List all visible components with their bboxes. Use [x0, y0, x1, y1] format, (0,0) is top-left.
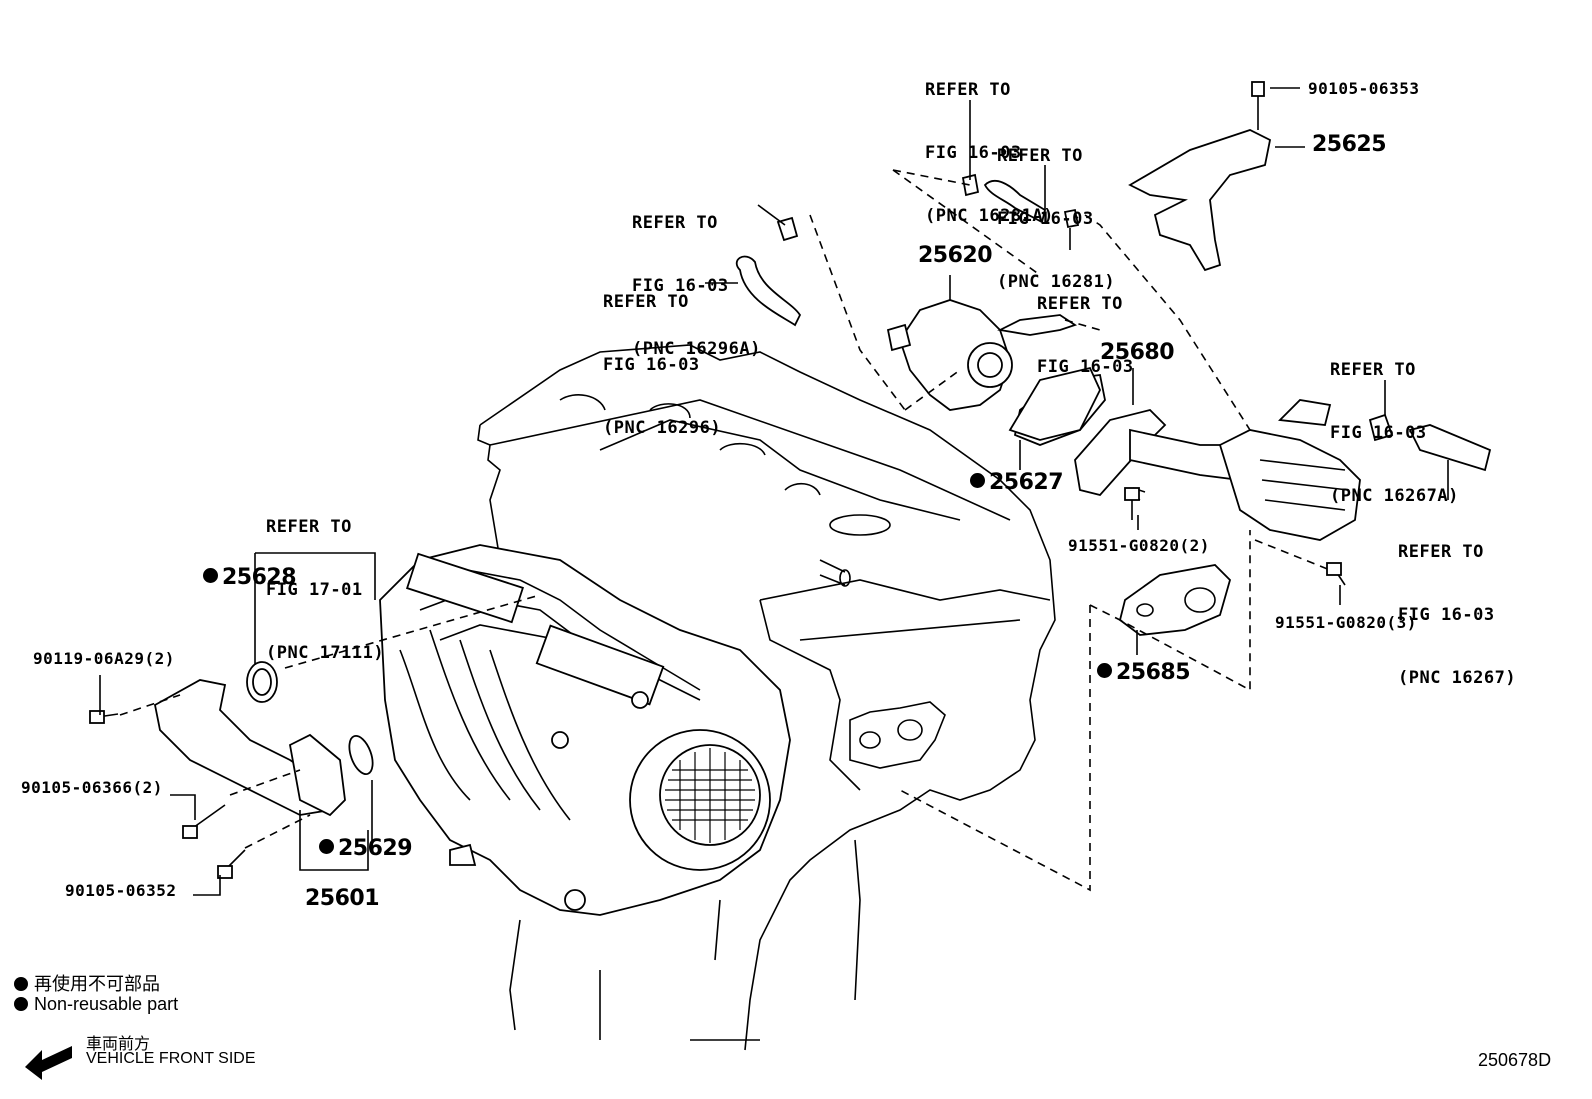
part-90105-06352: 90105-06352 [65, 881, 177, 900]
ref-line1: REFER TO [1398, 542, 1484, 562]
part-91551-g0820-3: 91551-G0820(3) [1275, 613, 1417, 632]
egr-pipe-and-cooler [1008, 366, 1492, 636]
bracket-25625 [1128, 81, 1272, 272]
legend-text-en: Non-reusable part [34, 994, 179, 1014]
ref-pnc: (PNC 16281) [997, 272, 1116, 292]
ref-line2: FIG 16-03 [632, 276, 729, 296]
ref-line1: REFER TO [1330, 360, 1416, 380]
diagram-code: 250678D [1478, 1050, 1552, 1070]
ref-pnc: (PNC 16296A) [632, 339, 761, 359]
nonreusable-dot-icon [203, 568, 218, 583]
part-number: 25685 [1116, 660, 1191, 685]
ref-16296: REFER TO FIG 16-03 (PNC 16296) [603, 250, 721, 460]
direction-label-jp: 車両前方 [86, 1036, 151, 1053]
engine-block-outline [477, 344, 1056, 1051]
nonreusable-dot-icon [319, 839, 334, 854]
part-number: 25627 [989, 470, 1064, 495]
legend-text-jp: 再使用不可部品 [34, 974, 160, 994]
ref-pnc: (PNC 16281A) [925, 206, 1054, 226]
ref-line1: REFER TO [997, 146, 1083, 166]
ref-line2: FIG 16-03 [603, 355, 700, 375]
part-25680: 25680 [1100, 340, 1175, 365]
left-small-parts [89, 661, 374, 879]
ref-line1: REFER TO [632, 213, 718, 233]
ref-line2: FIG 16-03 [1398, 605, 1495, 625]
ref-16267: REFER TO FIG 16-03 (PNC 16267) [1398, 500, 1516, 710]
ref-line1: REFER TO [603, 292, 689, 312]
part-25625: 25625 [1312, 132, 1387, 157]
part-25628-nonreusable: 25628 [203, 565, 297, 590]
hoses-and-clamps [735, 173, 1080, 327]
ref-line1: REFER TO [925, 80, 1011, 100]
nonreusable-dot-icon [14, 977, 28, 991]
ref-line1: REFER TO [1037, 294, 1123, 314]
vehicle-front-arrow-icon [25, 1046, 72, 1080]
ref-16281a: REFER TO FIG 16-03 (PNC 16281A) [925, 38, 1054, 248]
ref-line2: FIG 16-03 [1037, 357, 1134, 377]
ref-line1: REFER TO [266, 517, 352, 537]
part-90105-06353: 90105-06353 [1308, 79, 1420, 98]
ref-16281: REFER TO FIG 16-03 (PNC 16281) [997, 104, 1115, 314]
ref-16267a: REFER TO FIG 16-03 (PNC 16267A) [1330, 318, 1459, 528]
ref-line2: FIG 16-03 [1330, 423, 1427, 443]
nonreusable-dot-icon [14, 997, 28, 1011]
ref-line2: FIG 16-03 [997, 209, 1094, 229]
part-25620: 25620 [918, 243, 993, 268]
part-25627-nonreusable: 25627 [970, 470, 1064, 495]
ref-pnc: (PNC 16296) [603, 418, 722, 438]
part-91551-g0820-2: 91551-G0820(2) [1068, 536, 1210, 555]
nonreusable-dot-icon [970, 473, 985, 488]
leader-lines [99, 87, 1449, 896]
ref-pnc: (PNC 16267) [1398, 668, 1517, 688]
ref-pnc: (PNC 17111) [266, 643, 385, 663]
part-90105-06366-2: 90105-06366(2) [21, 778, 163, 797]
ref-line2: FIG 17-01 [266, 580, 363, 600]
ref-pnc: (PNC 16267A) [1330, 486, 1459, 506]
dashed-guides [119, 169, 1331, 892]
part-90119-06a29-2: 90119-06A29(2) [33, 649, 175, 668]
direction-label-en: VEHICLE FRONT SIDE [86, 1050, 256, 1067]
part-number: 25629 [338, 836, 413, 861]
nonreusable-dot-icon [1097, 663, 1112, 678]
legend-nonreusable-jp: 再使用不可部品 [14, 970, 160, 996]
part-25601: 25601 [305, 886, 380, 911]
part-25685-nonreusable: 25685 [1097, 660, 1191, 685]
ref-17111: REFER TO FIG 17-01 (PNC 17111) [266, 475, 384, 685]
ref-16296a: REFER TO FIG 16-03 (PNC 16296A) [632, 171, 761, 381]
legend-nonreusable-en: Non-reusable part [14, 994, 178, 1015]
part-number: 25628 [222, 565, 297, 590]
part-25629-nonreusable: 25629 [319, 836, 413, 861]
intake-manifold [379, 544, 791, 916]
ref-line2: FIG 16-03 [925, 143, 1022, 163]
ref-1603b: REFER TO FIG 16-03 [1037, 252, 1134, 399]
